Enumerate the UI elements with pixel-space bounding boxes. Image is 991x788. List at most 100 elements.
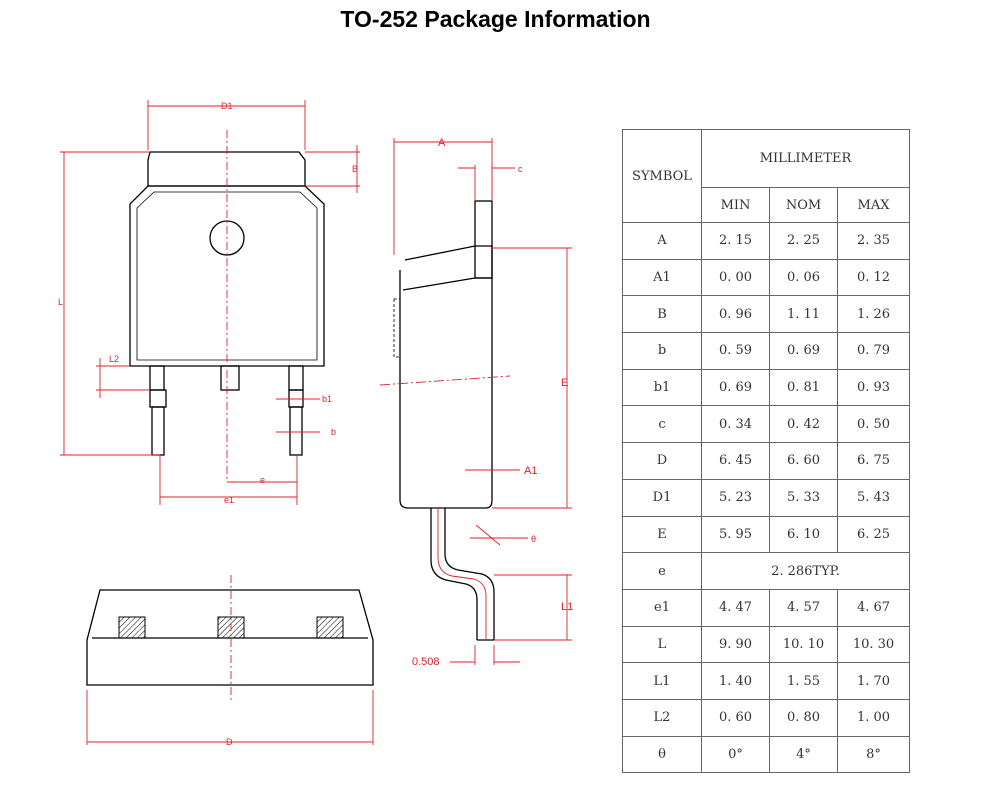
row-symbol: E [622, 515, 702, 554]
row-typ: 2. 286TYP. [700, 552, 911, 590]
label-theta: θ [531, 534, 536, 544]
row-max: 0. 50 [836, 405, 911, 444]
row-nom: 5. 33 [769, 478, 838, 517]
label-E: E [561, 377, 568, 389]
row-nom: 10. 10 [769, 625, 838, 664]
label-c: c [518, 164, 523, 174]
row-symbol: D1 [622, 478, 702, 517]
row-max: 6. 25 [836, 515, 911, 554]
row-symbol: B [622, 295, 702, 334]
row-min: 5. 23 [701, 478, 770, 517]
label-e: e [260, 475, 265, 485]
row-min: 0. 60 [701, 698, 770, 737]
row-max: 1. 00 [836, 698, 911, 737]
label-b: b [331, 427, 336, 437]
row-min: 0. 96 [701, 295, 770, 334]
row-nom: 4° [769, 735, 838, 774]
row-symbol: θ [622, 735, 702, 774]
row-symbol: L2 [622, 698, 702, 737]
row-min: 0. 59 [701, 332, 770, 370]
row-min: 0. 69 [701, 368, 770, 407]
row-symbol: A [622, 222, 702, 260]
row-symbol: L1 [622, 662, 702, 700]
row-max: 6. 75 [836, 442, 911, 480]
col-header-nom: NOM [769, 187, 838, 223]
label-D1: D1 [221, 101, 233, 111]
row-symbol: c [622, 405, 702, 444]
label-b1: b1 [322, 394, 332, 404]
row-min: 0. 00 [701, 258, 770, 297]
row-min: 1. 40 [701, 662, 770, 700]
row-symbol: L [622, 625, 702, 664]
label-0508: 0.508 [412, 656, 440, 668]
row-max: 1. 26 [836, 295, 911, 334]
row-nom: 0. 69 [769, 332, 838, 370]
page-title: TO-252 Package Information [340, 6, 651, 32]
lead-section-1 [118, 616, 146, 639]
row-max: 4. 67 [836, 588, 911, 627]
row-nom: 0. 06 [769, 258, 838, 297]
row-nom: 0. 42 [769, 405, 838, 444]
row-symbol: b1 [622, 368, 702, 407]
label-D: D [226, 737, 233, 747]
row-max: 0. 93 [836, 368, 911, 407]
label-A: A [438, 137, 446, 149]
row-nom: 2. 25 [769, 222, 838, 260]
row-nom: 1. 11 [769, 295, 838, 334]
col-header-min: MIN [701, 187, 770, 223]
row-nom: 6. 10 [769, 515, 838, 554]
label-e1: e1 [224, 495, 234, 505]
row-symbol: e [622, 552, 702, 590]
row-symbol: D [622, 442, 702, 480]
top-view-dimensions [60, 100, 360, 505]
row-symbol: A1 [622, 258, 702, 297]
row-min: 6. 45 [701, 442, 770, 480]
row-max: 10. 30 [836, 625, 911, 664]
front-view-dimensions [86, 575, 374, 745]
row-min: 5. 95 [701, 515, 770, 554]
row-min: 9. 90 [701, 625, 770, 664]
symbol-header: SYMBOL [622, 129, 702, 223]
row-min: 0° [701, 735, 770, 774]
row-max: 0. 12 [836, 258, 911, 297]
row-nom: 6. 60 [769, 442, 838, 480]
side-view [393, 200, 495, 641]
unit-header: MILLIMETER [700, 129, 911, 188]
label-L2: L2 [109, 354, 119, 364]
row-min: 4. 47 [701, 588, 770, 627]
row-max: 2. 35 [836, 222, 911, 260]
col-header-max: MAX [836, 187, 911, 223]
row-min: 2. 15 [701, 222, 770, 260]
row-nom: 0. 81 [769, 368, 838, 407]
label-L: L [58, 297, 63, 307]
label-A1: A1 [524, 465, 537, 477]
row-min: 0. 34 [701, 405, 770, 444]
row-symbol: b [622, 332, 702, 370]
label-B: B [352, 164, 358, 174]
row-max: 0. 79 [836, 332, 911, 370]
row-max: 8° [836, 735, 911, 774]
side-view-dimensions [379, 138, 572, 665]
row-symbol: e1 [622, 588, 702, 627]
row-max: 1. 70 [836, 662, 911, 700]
row-nom: 0. 80 [769, 698, 838, 737]
row-nom: 1. 55 [769, 662, 838, 700]
row-max: 5. 43 [836, 478, 911, 517]
